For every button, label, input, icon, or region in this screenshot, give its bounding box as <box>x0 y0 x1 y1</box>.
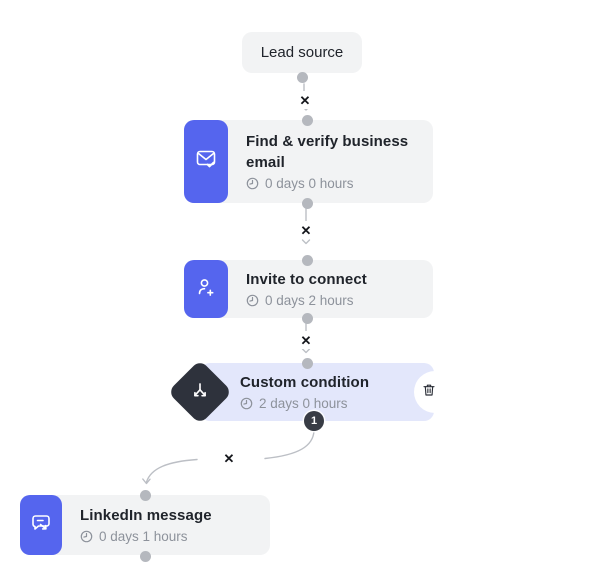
condition-diamond <box>167 359 233 425</box>
node-find-verify-email[interactable]: Find & verify business email 0 days 0 ho… <box>184 120 433 203</box>
node-icon-panel <box>20 495 62 555</box>
node-title: Lead source <box>260 44 344 61</box>
node-title: Find & verify business email <box>246 133 409 171</box>
node-duration: 0 days 2 hours <box>246 293 421 308</box>
clock-icon <box>80 530 93 543</box>
branch-split-icon <box>187 379 213 405</box>
node-title: LinkedIn message <box>80 506 212 524</box>
arrowhead-down-2 <box>301 239 311 245</box>
clock-icon <box>246 177 259 190</box>
trash-notch <box>414 371 456 413</box>
node-title: Invite to connect <box>246 270 367 288</box>
port-invite-top[interactable] <box>301 254 313 266</box>
delete-connector-4-button[interactable]: ✕ <box>220 449 238 467</box>
port-lead-source-bottom[interactable] <box>297 71 308 83</box>
node-invite-to-connect[interactable]: Invite to connect 0 days 2 hours <box>184 260 433 318</box>
connector-curve-right <box>264 430 315 460</box>
delete-node-button[interactable] <box>419 381 439 401</box>
port-find-verify-top[interactable] <box>301 114 313 126</box>
port-find-verify-bottom[interactable] <box>301 198 313 209</box>
port-invite-bottom[interactable] <box>301 312 313 324</box>
node-title: Custom condition <box>240 373 370 391</box>
node-duration: 0 days 1 hours <box>80 529 258 544</box>
port-condition-top[interactable] <box>301 357 313 369</box>
arrowhead-down-4 <box>142 478 151 485</box>
delete-connector-3-button[interactable]: ✕ <box>297 331 315 349</box>
clock-icon <box>240 397 253 410</box>
port-linkedin-top[interactable] <box>139 489 151 501</box>
node-lead-source[interactable]: Lead source <box>242 32 362 73</box>
person-add-icon <box>194 275 218 304</box>
envelope-check-icon <box>194 147 218 176</box>
clock-icon <box>246 294 259 307</box>
node-icon-panel <box>184 120 228 203</box>
delete-connector-1-button[interactable]: ✕ <box>296 91 314 109</box>
delete-connector-2-button[interactable]: ✕ <box>297 221 315 239</box>
connector-curve-left <box>145 458 198 483</box>
node-duration: 0 days 0 hours <box>246 176 421 191</box>
port-linkedin-bottom[interactable] <box>139 550 151 562</box>
node-duration: 2 days 0 hours <box>240 396 422 411</box>
node-icon-panel <box>184 260 228 318</box>
chat-arrow-icon <box>29 511 53 540</box>
condition-branch-port[interactable]: 1 <box>304 411 324 431</box>
node-linkedin-message[interactable]: LinkedIn message 0 days 1 hours <box>20 495 270 555</box>
arrowhead-down-3 <box>301 348 311 354</box>
trash-icon <box>421 382 437 401</box>
